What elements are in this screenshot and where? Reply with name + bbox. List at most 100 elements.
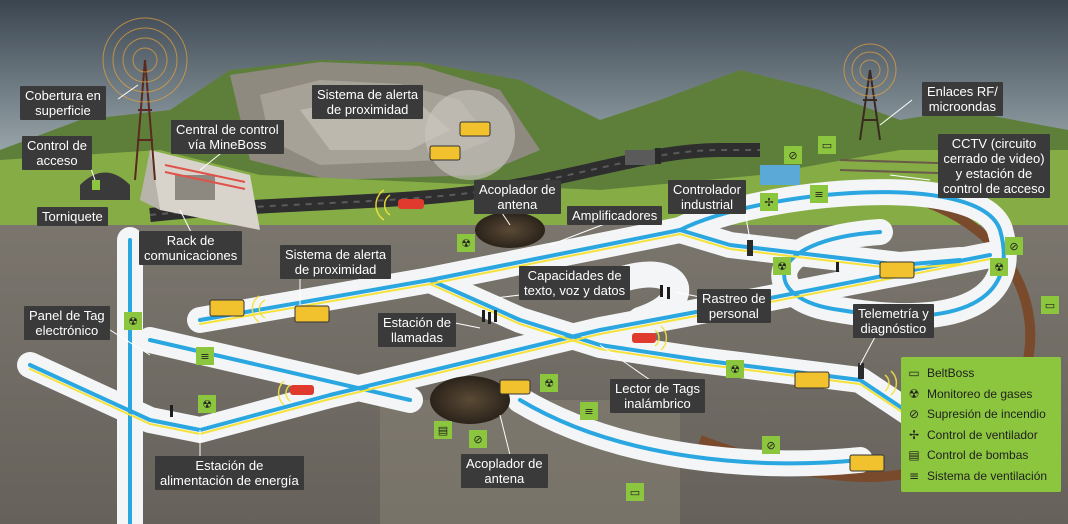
legend-label: BeltBoss — [927, 366, 975, 381]
gas-monitor-badge — [990, 258, 1008, 276]
gas-monitor-icon: ☢ — [461, 237, 471, 250]
label-acoplador-antena-bottom: Acoplador de antena — [461, 454, 548, 488]
label-estacion-energia: Estación de alimentación de energía — [155, 456, 304, 490]
gas-monitor-icon: ☢ — [994, 261, 1004, 274]
label-telemetria: Telemetría y diagnóstico — [853, 304, 934, 338]
gas-monitor-badge — [540, 374, 558, 392]
right-tower-signal — [843, 43, 897, 97]
gas-monitor-icon: ☢ — [908, 386, 920, 401]
fire-suppression-icon: ⊘ — [908, 407, 920, 422]
label-torniquete: Torniquete — [37, 207, 108, 226]
car-1 — [290, 385, 314, 395]
cave-bottom — [430, 376, 510, 424]
person — [660, 285, 663, 297]
label-controlador-industrial: Controlador industrial — [668, 180, 746, 214]
label-panel-tag: Panel de Tag electrónico — [24, 306, 110, 340]
control-building — [140, 150, 260, 230]
legend-label: Supresión de incendio — [927, 407, 1046, 422]
label-rack-comunicaciones: Rack de comunicaciones — [139, 231, 243, 265]
legend-item: ✢ Control de ventilador — [907, 425, 1055, 446]
traffic-light — [747, 240, 753, 256]
pump-control-badge — [434, 421, 452, 439]
truck-5 — [849, 454, 885, 472]
gas-monitor-icon: ☢ — [544, 377, 554, 390]
label-estacion-llamadas: Estación de llamadas — [378, 313, 456, 347]
car-2 — [632, 333, 656, 343]
person — [836, 262, 839, 272]
left-tower — [134, 59, 156, 181]
gas-monitor-icon: ☢ — [202, 398, 212, 411]
legend: ▭ BeltBoss ☢ Monitoreo de gases ⊘ Supres… — [901, 357, 1061, 492]
ventilation-icon: ≡ — [814, 188, 823, 201]
ventilation-icon: ≡ — [908, 468, 920, 483]
gas-monitor-icon: ☢ — [128, 315, 138, 328]
truck-surface-1 — [459, 121, 491, 137]
person — [482, 310, 485, 322]
traffic-light — [858, 363, 864, 379]
fire-suppression-icon: ⊘ — [788, 149, 797, 162]
person — [667, 287, 670, 299]
fire-suppression-badge — [1005, 237, 1023, 255]
pump-control-icon: ▤ — [438, 424, 448, 437]
beltboss-icon: ▭ — [908, 366, 920, 381]
gas-monitor-badge — [773, 257, 791, 275]
pump-control-icon: ▤ — [908, 448, 920, 463]
fan-control-icon: ✢ — [908, 427, 920, 442]
legend-item: ▭ BeltBoss — [907, 363, 1055, 384]
label-central-control: Central de control vía MineBoss — [171, 120, 284, 154]
beltboss-icon: ▭ — [630, 486, 640, 499]
legend-item: ☢ Monitoreo de gases — [907, 384, 1055, 405]
legend-item: ≡ Sistema de ventilación — [907, 466, 1055, 487]
turnstile-house — [80, 172, 130, 200]
ventilation-badge — [196, 347, 214, 365]
legend-label: Control de ventilador — [927, 427, 1038, 442]
surface-cabin — [760, 165, 800, 185]
fire-suppression-icon: ⊘ — [473, 433, 482, 446]
ventilation-badge — [580, 402, 598, 420]
beltboss-badge — [626, 483, 644, 501]
person — [170, 405, 173, 417]
legend-item: ⊘ Supresión de incendio — [907, 404, 1055, 425]
gas-monitor-badge — [457, 234, 475, 252]
right-tower — [859, 69, 881, 141]
cave-top — [475, 212, 545, 248]
beltboss-icon: ▭ — [1045, 299, 1055, 312]
label-control-acceso: Control de acceso — [22, 136, 92, 170]
truck-6 — [499, 379, 531, 395]
label-amplificadores: Amplificadores — [567, 206, 663, 225]
truck-1 — [209, 299, 245, 317]
truck-surface-2 — [429, 145, 461, 161]
label-lector-tags: Lector de Tags inalámbrico — [610, 379, 706, 413]
ventilation-badge — [810, 185, 828, 203]
legend-label: Monitoreo de gases — [927, 386, 1033, 401]
beltboss-icon: ▭ — [822, 139, 832, 152]
label-cobertura-superficie: Cobertura en superficie — [20, 86, 106, 120]
fire-suppression-icon: ⊘ — [766, 439, 775, 452]
label-capacidades: Capacidades de texto, voz y datos — [519, 266, 631, 300]
fire-suppression-icon: ⊘ — [1009, 240, 1018, 253]
traffic-light — [655, 148, 661, 164]
gas-monitor-icon: ☢ — [730, 363, 740, 376]
gas-monitor-badge — [124, 312, 142, 330]
legend-label: Sistema de ventilación — [927, 468, 1048, 483]
fan-control-icon: ✢ — [764, 196, 773, 209]
beltboss-badge — [818, 136, 836, 154]
label-alerta-proximidad-top: Sistema de alerta de proximidad — [312, 85, 424, 119]
label-cctv: CCTV (circuito cerrado de video) y estac… — [938, 134, 1050, 198]
fire-suppression-badge — [784, 146, 802, 164]
car-surface — [398, 199, 424, 209]
person — [488, 312, 491, 324]
fire-suppression-badge — [469, 430, 487, 448]
label-enlaces-rf: Enlaces RF/ microondas — [922, 82, 1003, 116]
ventilation-icon: ≡ — [200, 350, 209, 363]
label-alerta-proximidad-mid: Sistema de alerta de proximidad — [280, 245, 392, 279]
gas-monitor-badge — [198, 395, 216, 413]
person — [494, 310, 497, 322]
legend-label: Control de bombas — [927, 448, 1029, 463]
label-rastreo-personal: Rastreo de personal — [697, 289, 771, 323]
fan-control-badge — [760, 193, 778, 211]
gas-monitor-badge — [726, 360, 744, 378]
truck-2 — [294, 305, 330, 323]
surface-shed — [625, 150, 655, 165]
ventilation-icon: ≡ — [584, 405, 593, 418]
